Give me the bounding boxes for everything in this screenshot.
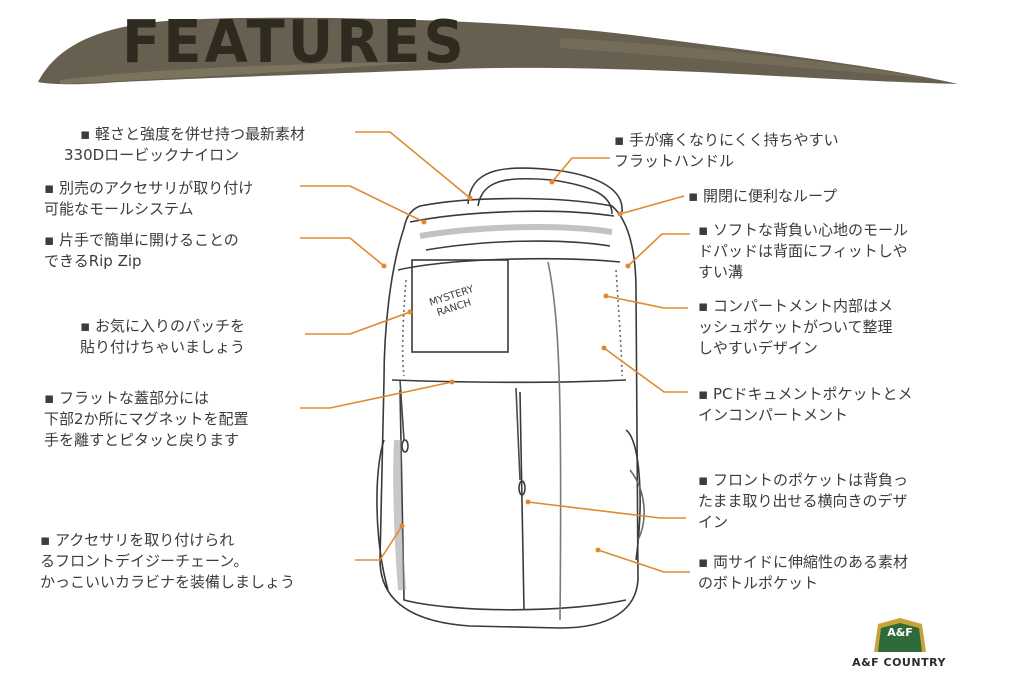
patch-placeholder bbox=[411, 259, 509, 353]
callout-line: しやすいデザイン bbox=[698, 339, 818, 357]
callout-bottle-pocket: 両サイドに伸縮性のある素材 のボトルポケット bbox=[698, 552, 908, 594]
callout-front-pocket: フロントのポケットは背負っ たまま取り出せる横向きのデザ イン bbox=[698, 470, 908, 533]
leader-lines bbox=[300, 131, 690, 573]
callout-back-pad: ソフトな背負い心地のモール ドパッドは背面にフィットしや すい溝 bbox=[698, 220, 908, 283]
callout-line: 手を離すとピタッと戻ります bbox=[44, 431, 240, 449]
leader-dots bbox=[381, 179, 631, 553]
callout-line: フラットな蓋部分には bbox=[44, 388, 249, 409]
callout-line: かっこいいカラビナを装備しましょう bbox=[40, 573, 296, 591]
af-country-logo: A&F A&F COUNTRY bbox=[850, 614, 948, 674]
callout-line: お気に入りのパッチを bbox=[80, 316, 245, 337]
callout-line: 軽さと強度を併せ持つ最新素材 bbox=[80, 124, 305, 145]
daisy-chain bbox=[393, 439, 406, 591]
callout-line: 片手で簡単に開けることの bbox=[44, 230, 239, 251]
callout-material: 軽さと強度を併せ持つ最新素材 330Dロービックナイロン bbox=[64, 124, 305, 166]
callout-line: ッシュポケットがついて整理 bbox=[698, 318, 893, 336]
brush-streak-2 bbox=[60, 62, 420, 84]
callout-line: フラットハンドル bbox=[614, 152, 735, 170]
callout-line: インコンパートメント bbox=[698, 406, 849, 424]
callout-line: 330Dロービックナイロン bbox=[64, 146, 240, 164]
callout-magnet-lid: フラットな蓋部分には 下部2か所にマグネットを配置 手を離すとピタッと戻ります bbox=[44, 388, 249, 451]
features-title: FEATURES bbox=[122, 8, 467, 77]
callout-line: できるRip Zip bbox=[44, 252, 142, 270]
callout-line: たまま取り出せる横向きのデザ bbox=[698, 492, 908, 510]
callout-line: 貼り付けちゃいましょう bbox=[80, 338, 246, 356]
callout-rip-zip: 片手で簡単に開けることの できるRip Zip bbox=[44, 230, 239, 272]
logo-name: A&F COUNTRY bbox=[852, 656, 946, 669]
backpack-outline bbox=[379, 197, 639, 629]
callout-line: 開閉に便利なループ bbox=[688, 186, 837, 207]
callout-patch: お気に入りのパッチを 貼り付けちゃいましょう bbox=[80, 316, 245, 358]
brush-streak bbox=[560, 38, 930, 78]
callout-line: のボトルポケット bbox=[698, 574, 819, 592]
callout-line: るフロントデイジーチェーン。 bbox=[40, 552, 249, 570]
callout-daisy-chain: アクセサリを取り付けられ るフロントデイジーチェーン。 かっこいいカラビナを装備… bbox=[40, 530, 295, 593]
callout-line: 下部2か所にマグネットを配置 bbox=[44, 410, 249, 428]
callout-line: 別売のアクセサリが取り付け bbox=[44, 178, 253, 199]
callout-line: コンパートメント内部はメ bbox=[698, 296, 893, 317]
patch-logo-text: MYSTERYRANCH bbox=[428, 284, 480, 320]
backpack-handle bbox=[467, 167, 623, 213]
callout-line: 両サイドに伸縮性のある素材 bbox=[698, 552, 908, 573]
callout-line: フロントのポケットは背負っ bbox=[698, 470, 908, 491]
callout-line: すい溝 bbox=[698, 263, 744, 281]
callout-line: 手が痛くなりにくく持ちやすい bbox=[614, 130, 839, 151]
callout-loop: 開閉に便利なループ bbox=[688, 186, 837, 207]
callout-line: アクセサリを取り付けられ bbox=[40, 530, 295, 551]
callout-line: PCドキュメントポケットとメ bbox=[698, 384, 913, 405]
callout-line: ソフトな背負い心地のモール bbox=[698, 220, 908, 241]
callout-line: 可能なモールシステム bbox=[44, 200, 194, 218]
callout-pc-pocket: PCドキュメントポケットとメ インコンパートメント bbox=[698, 384, 912, 426]
callout-mesh-pocket: コンパートメント内部はメ ッシュポケットがついて整理 しやすいデザイン bbox=[698, 296, 893, 359]
callout-line: イン bbox=[698, 513, 729, 531]
callout-molle-system: 別売のアクセサリが取り付け 可能なモールシステム bbox=[44, 178, 253, 220]
logo-badge-icon bbox=[874, 618, 926, 652]
backpack-illustration bbox=[376, 167, 645, 629]
callout-line: ドパッドは背面にフィットしや bbox=[698, 242, 908, 260]
callout-flat-handle: 手が痛くなりにくく持ちやすい フラットハンドル bbox=[614, 130, 839, 172]
logo-badge-text: A&F bbox=[887, 626, 913, 639]
